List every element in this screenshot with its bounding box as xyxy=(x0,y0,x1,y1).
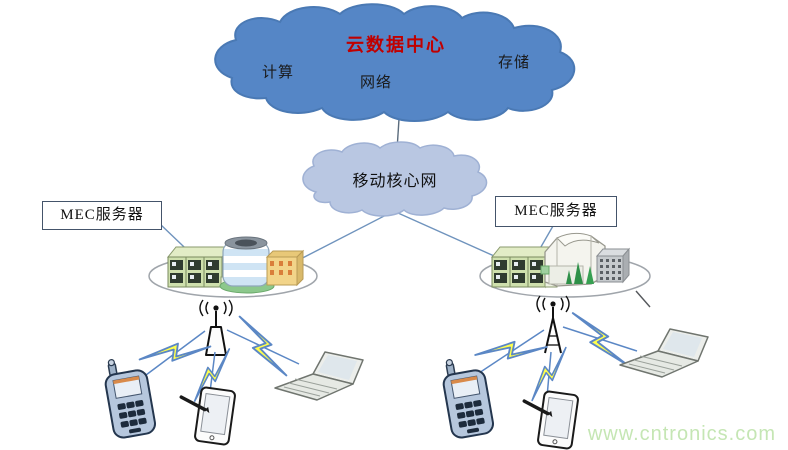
lightning-bolt-icon xyxy=(561,312,639,366)
link-core-left-site xyxy=(286,212,391,267)
cloud-node-network: 网络 xyxy=(359,75,392,91)
mobile-phone-icon xyxy=(104,359,157,439)
data-center-building-icon xyxy=(540,232,631,287)
mobile-phone-icon xyxy=(442,359,495,439)
core-network-label: 移动核心网 xyxy=(352,173,438,190)
lightning-bolt-icon xyxy=(138,319,212,387)
mec-server-label-left: MEC服务器 xyxy=(42,201,162,230)
cloud-datacenter-title: 云数据中心 xyxy=(346,35,446,55)
lightning-bolt-icon xyxy=(474,319,548,383)
left-base-station-site xyxy=(104,236,364,446)
laptop-icon xyxy=(619,328,709,378)
laptop-icon xyxy=(274,351,364,401)
cloud-node-compute: 计算 xyxy=(261,65,294,81)
watermark-text: www.cntronics.com xyxy=(587,423,776,445)
right-base-station-site xyxy=(442,232,709,450)
cloud-datacenter-shape xyxy=(214,3,576,122)
antenna-icon xyxy=(199,299,233,356)
tablet-icon xyxy=(179,386,236,446)
orange-building-icon xyxy=(265,249,305,287)
lightning-bolt-icon xyxy=(224,315,302,377)
cloud-node-storage: 存储 xyxy=(497,55,530,71)
site-tick-line xyxy=(635,290,651,308)
mec-server-label-right: MEC服务器 xyxy=(495,196,617,227)
cloud-core-network-shape xyxy=(302,141,488,217)
tablet-icon xyxy=(522,390,579,450)
office-tower-icon xyxy=(219,236,275,294)
antenna-mast-icon xyxy=(536,295,570,354)
